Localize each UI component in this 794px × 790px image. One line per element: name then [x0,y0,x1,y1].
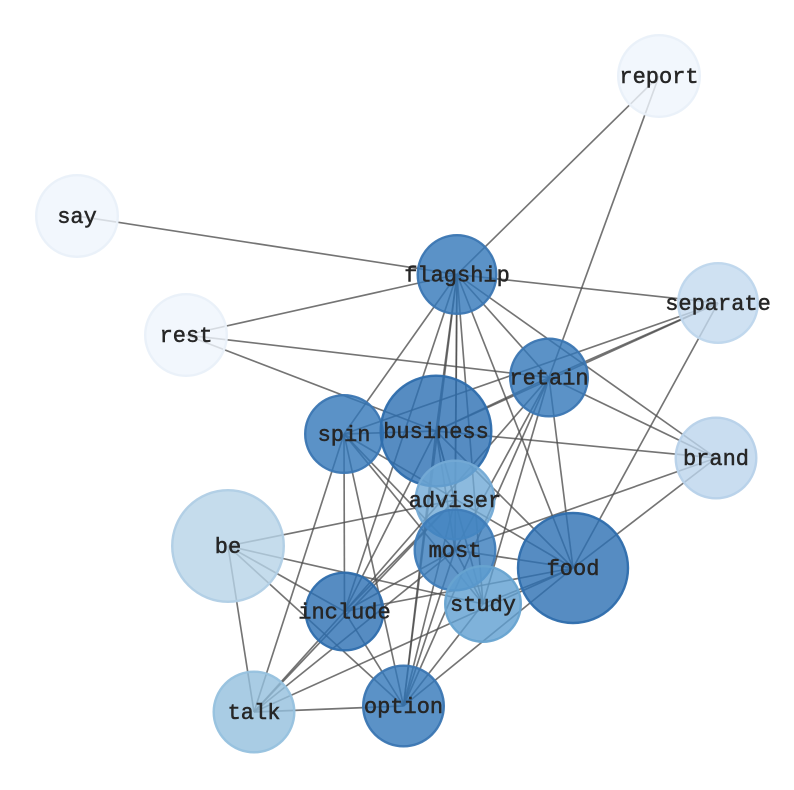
svg-text:talk: talk [228,701,281,726]
svg-text:option: option [364,695,443,720]
svg-text:brand: brand [683,447,749,472]
svg-text:say: say [57,205,97,230]
svg-text:retain: retain [509,367,588,392]
svg-text:study: study [450,593,516,618]
svg-text:flagship: flagship [404,264,510,289]
svg-text:food: food [547,557,600,582]
svg-text:business: business [383,420,489,445]
svg-text:include: include [298,601,390,626]
svg-text:be: be [215,535,241,560]
svg-text:separate: separate [665,292,771,317]
svg-text:spin: spin [318,423,371,448]
svg-text:report: report [619,65,698,90]
svg-text:most: most [429,539,482,564]
svg-text:adviser: adviser [409,489,501,514]
svg-text:rest: rest [160,324,213,349]
